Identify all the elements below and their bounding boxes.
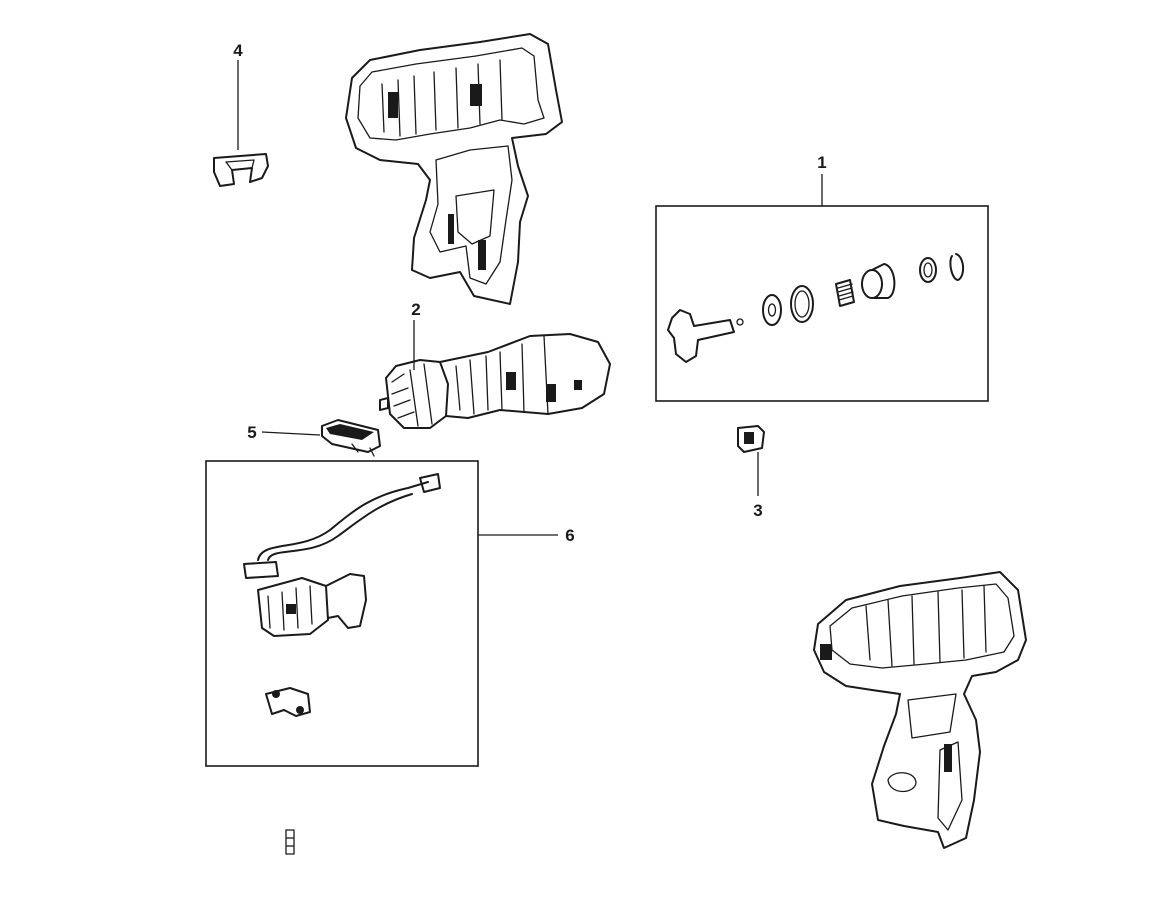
pad-part [261, 419, 381, 457]
switch-body-ribs [267, 585, 313, 631]
housing-left-vent-2 [470, 84, 482, 106]
shaft-ring [790, 285, 814, 323]
clip-body [737, 425, 765, 453]
switch-body [257, 577, 329, 637]
pad-top-face [326, 424, 374, 440]
housing-left-vent-4 [448, 214, 454, 244]
switch-wire-1 [257, 481, 429, 561]
shaft-washer [762, 294, 782, 326]
pad-body [321, 419, 381, 453]
housing-left-inner [357, 47, 545, 141]
shaft-spindle [667, 309, 735, 363]
shaft-small-ring-inner [923, 262, 933, 278]
housing-right-screw-boss [887, 772, 917, 793]
housing-right-grip-rib [937, 741, 963, 831]
housing-right-top-band [829, 583, 1015, 669]
belt-hook-part [213, 60, 269, 187]
shaft-ball [736, 318, 744, 326]
switch-terminal-block [243, 561, 279, 579]
housing-left-outline [345, 33, 563, 305]
gearbox-slot-3 [574, 380, 582, 390]
clip-hole [744, 432, 754, 444]
callout-3: 3 [753, 501, 762, 520]
callout-6: 6 [565, 526, 574, 545]
belt-hook-body [213, 153, 269, 187]
shaft-nut-body [871, 263, 896, 299]
housing-left-grip [429, 145, 513, 285]
motor-can-detail [391, 363, 433, 427]
gearbox-slot-2 [546, 384, 556, 402]
shaft-spring [835, 279, 855, 307]
motor-shaft [379, 397, 389, 411]
shaft-circlip [949, 253, 964, 281]
shaft-spring-coils [837, 283, 854, 301]
pad-tabs [351, 443, 375, 457]
callout-5: 5 [247, 423, 256, 442]
callout-1: 1 [817, 153, 826, 172]
housing-right-grip-window [907, 693, 957, 739]
switch-wiring-part [205, 460, 558, 767]
switch-trigger [325, 573, 367, 629]
housing-right-outline [813, 571, 1027, 849]
housing-left-grip-window [455, 189, 495, 245]
gearbox-rings [485, 335, 549, 415]
shaft-assembly-box [655, 205, 989, 402]
housing-right-half [813, 571, 1027, 849]
shaft-small-ring [919, 257, 937, 283]
screw-body [285, 829, 295, 855]
shaft-washer-hole [767, 303, 777, 317]
shaft-nut-front [861, 269, 883, 299]
switch-wire-2 [267, 493, 413, 561]
switch-box [205, 460, 479, 767]
belt-hook-slot [225, 159, 255, 171]
housing-left-ribs [381, 59, 503, 137]
clip-part [737, 425, 765, 496]
switch-reverser-pin-1 [272, 690, 280, 698]
switch-reverser-pin-2 [296, 706, 304, 714]
switch-connector [419, 473, 441, 493]
gearbox-body [439, 333, 611, 419]
callout-2: 2 [411, 300, 420, 319]
housing-left-vent-1 [388, 92, 398, 118]
housing-right-vent-1 [820, 644, 832, 660]
housing-left-half [345, 33, 563, 305]
switch-contact [286, 604, 296, 614]
screw-part [285, 829, 295, 855]
motor-gearbox-part [379, 320, 611, 429]
gearbox-ribs [455, 359, 475, 415]
shaft-ring-inner [794, 290, 810, 318]
leader-line-5 [261, 431, 321, 436]
gearbox-slot-1 [506, 372, 516, 390]
shaft-assembly-part [655, 174, 989, 402]
motor-can [385, 359, 449, 429]
switch-reverser [265, 687, 311, 717]
callout-4: 4 [233, 41, 243, 60]
housing-left-vent-3 [478, 240, 486, 270]
housing-right-ribs [865, 585, 987, 667]
housing-right-vent-2 [944, 744, 952, 772]
